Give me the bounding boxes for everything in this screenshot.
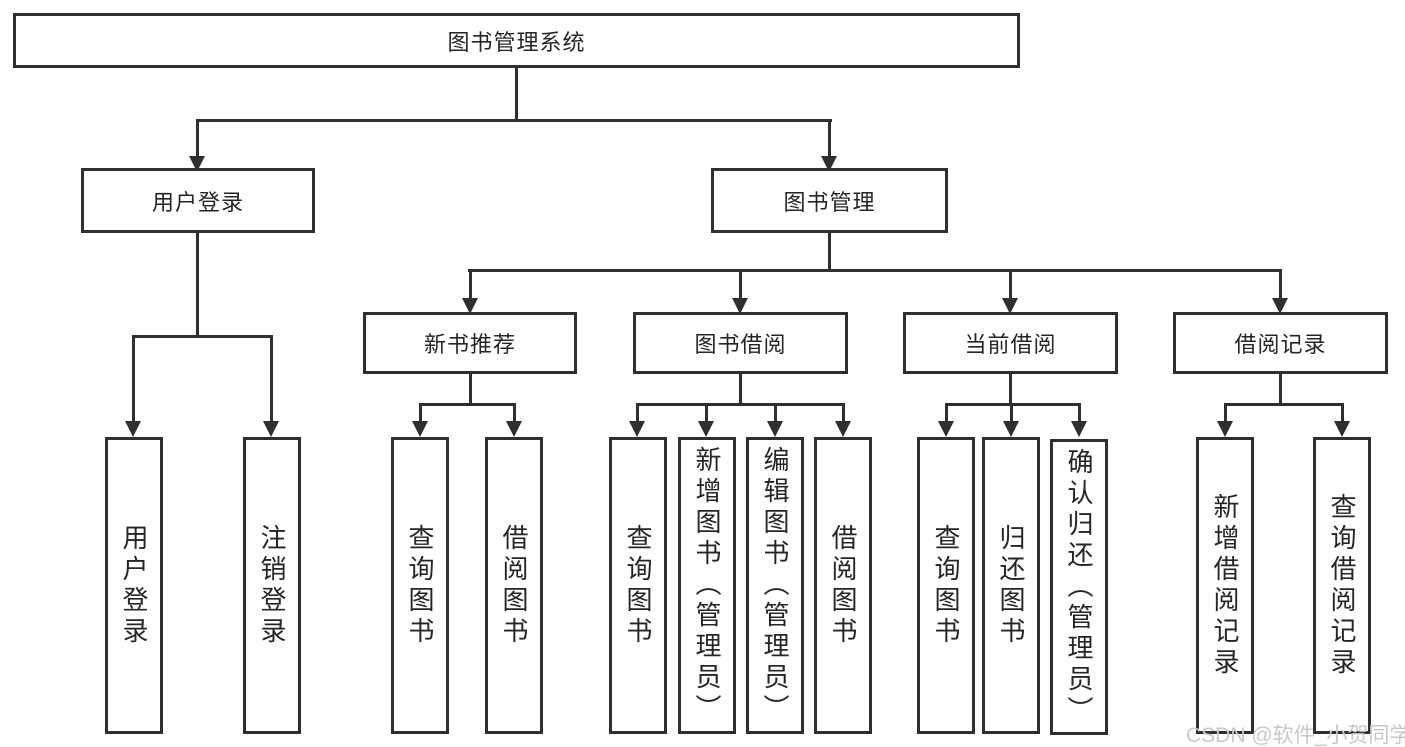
arrow-down-icon — [698, 421, 714, 437]
arrow-down-icon — [1002, 298, 1018, 314]
node-book-borrowing-label: 图书借阅 — [694, 332, 787, 357]
node-book-borrowing: 图书借阅 — [633, 312, 848, 374]
leaf-logout: 注销登录 — [243, 437, 301, 734]
connector-line — [705, 403, 708, 421]
leaf-edit-books-admin: 编辑图书（管理员） — [746, 437, 804, 734]
connector-line — [739, 269, 742, 298]
connector-line — [1224, 403, 1227, 421]
node-current-borrowing-label: 当前借阅 — [964, 332, 1057, 357]
connector-line — [468, 269, 1282, 272]
arrow-down-icon — [835, 421, 851, 437]
arrow-down-icon — [506, 421, 522, 437]
leaf-user-login-label: 用户登录 — [119, 523, 149, 648]
leaf-confirm-return-admin-label: 确认归还（管理员） — [1064, 447, 1094, 727]
node-new-book-recommend: 新书推荐 — [363, 312, 577, 374]
leaf-user-login: 用户登录 — [105, 437, 163, 734]
leaf-borrow-books-recommend: 借阅图书 — [485, 437, 543, 734]
connector-line — [1224, 403, 1344, 406]
arrow-down-icon — [629, 421, 645, 437]
connector-line — [828, 233, 831, 269]
arrow-down-icon — [767, 421, 783, 437]
leaf-query-books-current: 查询图书 — [917, 437, 975, 734]
leaf-query-books-borrowing: 查询图书 — [609, 437, 667, 734]
connector-line — [469, 374, 472, 403]
connector-line — [739, 374, 742, 403]
node-library-management-system: 图书管理系统 — [13, 13, 1020, 68]
leaf-query-borrow-record: 查询借阅记录 — [1313, 437, 1371, 734]
arrow-down-icon — [462, 298, 478, 314]
arrow-down-icon — [1071, 421, 1087, 437]
connector-line — [842, 403, 845, 421]
leaf-add-books-admin: 新增图书（管理员） — [678, 437, 736, 734]
connector-line — [419, 403, 516, 406]
watermark: CSDN @软件_小贺同学 — [1186, 724, 1405, 747]
arrow-down-icon — [125, 421, 141, 437]
connector-line — [774, 403, 777, 421]
arrow-down-icon — [938, 421, 954, 437]
node-user-login-label: 用户登录 — [151, 189, 244, 215]
connector-line — [196, 119, 199, 156]
connector-line — [132, 335, 135, 421]
leaf-edit-books-admin-label: 编辑图书（管理员） — [760, 446, 790, 725]
arrow-down-icon — [732, 298, 748, 314]
connector-line — [469, 269, 472, 298]
arrow-down-icon — [1003, 421, 1019, 437]
connector-line — [270, 335, 273, 421]
connector-line — [196, 119, 832, 122]
connector-line — [945, 403, 948, 421]
connector-line — [1009, 269, 1012, 298]
leaf-add-borrow-record-label: 新增借阅记录 — [1210, 492, 1240, 679]
node-borrow-records: 借阅记录 — [1173, 312, 1388, 374]
connector-line — [828, 119, 831, 156]
node-book-management-label: 图书管理 — [783, 189, 876, 215]
connector-line — [636, 403, 639, 421]
leaf-borrow-books-recommend-label: 借阅图书 — [499, 523, 529, 648]
connector-line — [945, 403, 1081, 406]
node-current-borrowing: 当前借阅 — [903, 312, 1118, 374]
leaf-query-books-borrowing-label: 查询图书 — [623, 523, 653, 648]
connector-line — [636, 403, 845, 406]
connector-line — [196, 233, 199, 335]
node-borrow-records-label: 借阅记录 — [1234, 332, 1327, 357]
connector-line — [132, 335, 273, 338]
connector-line — [515, 68, 518, 120]
arrow-down-icon — [1334, 421, 1350, 437]
leaf-query-books-current-label: 查询图书 — [931, 523, 961, 648]
leaf-query-borrow-record-label: 查询借阅记录 — [1327, 492, 1357, 679]
connector-line — [419, 403, 422, 421]
leaf-query-books-recommend-label: 查询图书 — [405, 523, 435, 648]
node-user-login: 用户登录 — [81, 168, 315, 233]
arrow-down-icon — [1217, 421, 1233, 437]
connector-line — [1279, 374, 1282, 403]
leaf-add-borrow-record: 新增借阅记录 — [1196, 437, 1254, 734]
connector-line — [1078, 403, 1081, 421]
leaf-logout-label: 注销登录 — [257, 523, 287, 648]
arrow-down-icon — [263, 421, 279, 437]
leaf-confirm-return-admin: 确认归还（管理员） — [1050, 439, 1108, 735]
leaf-return-books: 归还图书 — [982, 437, 1040, 734]
connector-line — [1279, 269, 1282, 298]
arrow-down-icon — [412, 421, 428, 437]
connector-line — [1341, 403, 1344, 421]
node-book-management: 图书管理 — [711, 168, 948, 233]
leaf-query-books-recommend: 查询图书 — [391, 437, 449, 734]
leaf-return-books-label: 归还图书 — [996, 523, 1026, 648]
connector-line — [1010, 403, 1013, 421]
leaf-borrow-books: 借阅图书 — [814, 437, 872, 734]
arrow-down-icon — [1272, 298, 1288, 314]
node-library-management-system-label: 图书管理系统 — [447, 29, 586, 55]
connector-line — [1009, 374, 1012, 403]
leaf-borrow-books-label: 借阅图书 — [828, 523, 858, 648]
leaf-add-books-admin-label: 新增图书（管理员） — [692, 446, 722, 725]
connector-line — [513, 403, 516, 421]
node-new-book-recommend-label: 新书推荐 — [423, 332, 516, 357]
